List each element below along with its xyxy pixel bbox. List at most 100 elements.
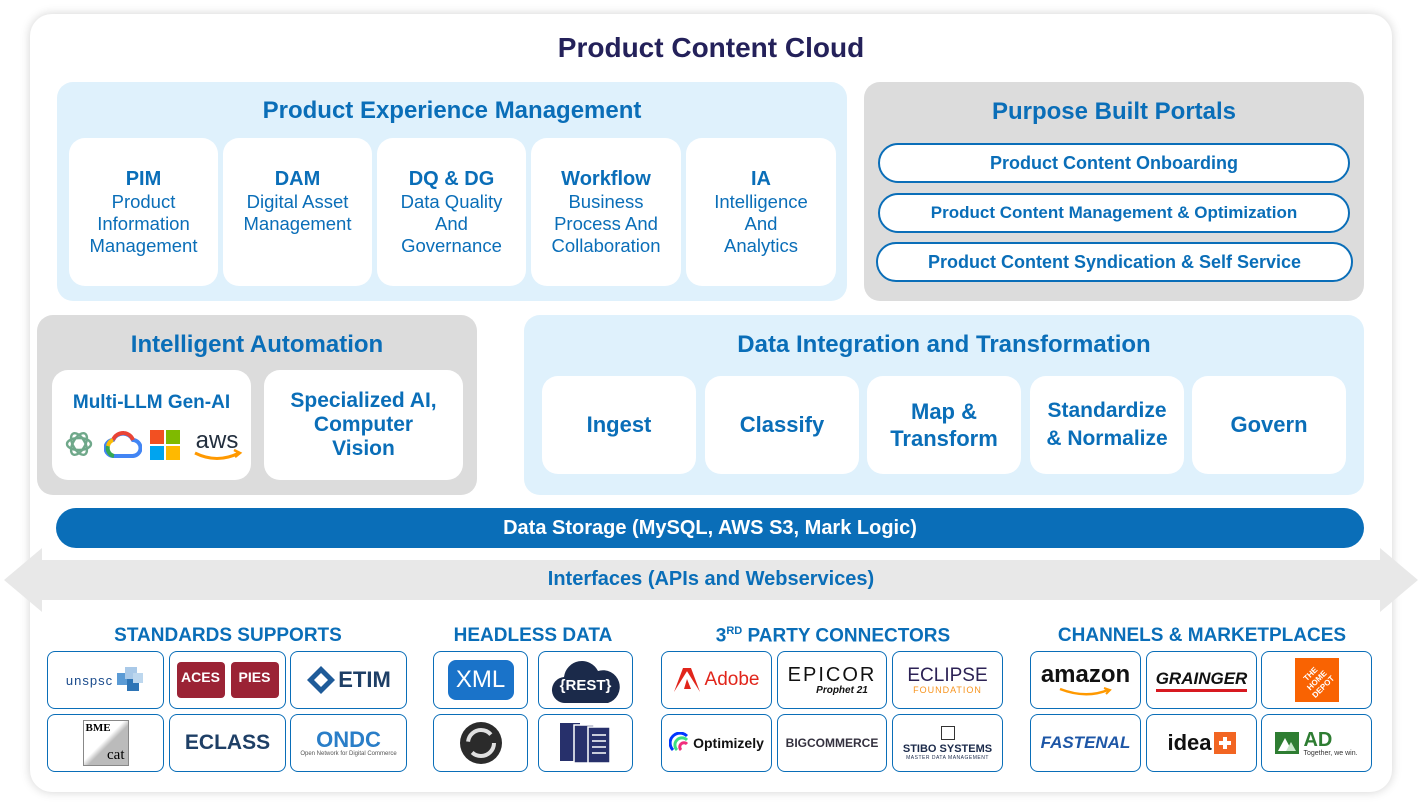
pxm-card-title: DQ & DG [408,168,495,190]
eclipse-subtext: FOUNDATION [913,684,982,695]
adobe-logo: Adobe [661,651,772,709]
pxm-card-sub: Information [97,213,190,234]
llm-logo-row: aws [60,426,245,462]
pxm-card-workflow: Workflow Business Process And Collaborat… [531,138,681,286]
grainger-text: GRAINGER [1155,669,1248,692]
pxm-card-sub: And [435,213,468,234]
connectors-title-pre: 3 [715,625,727,647]
home-depot-text: THE HOME DEPOT [1301,664,1336,700]
eclipse-text: ECLIPSE [907,664,988,686]
pxm-card-sub: And [744,213,778,234]
xml-badge: XML [447,660,514,700]
pxm-card-sub: Data Quality [400,191,503,212]
rest-logo: {REST} [538,651,633,709]
portals-title: Purpose Built Portals [991,98,1237,125]
channels-title: CHANNELS & MARKETPLACES [1057,625,1347,646]
stibo-logo: STIBO SYSTEMS MASTER DATA MANAGEMENT [892,714,1003,772]
bmecat-box: BME cat [82,720,129,766]
integration-card-label: & Normalize [1046,427,1168,450]
home-depot-logo: THE HOME DEPOT [1261,651,1372,709]
optimizely-text: Optimizely [693,735,764,751]
automation-title: Intelligent Automation [130,331,384,358]
idea-plus-icon [1213,732,1236,754]
grainger-logo: GRAINGER [1146,651,1257,709]
pxm-card-title: PIM [125,168,162,190]
documents-logo [538,714,633,772]
connectors-title-sup: RD [726,625,743,637]
epicor-text: EPICOR [787,663,877,686]
pxm-card-title: IA [751,168,771,190]
integration-card-classify: Classify [705,376,859,474]
interfaces-arrow [4,548,1418,612]
ad-logo: AD Together, we win. [1261,714,1372,772]
automation-card-specialized: Specialized AI, Computer Vision [264,370,463,480]
documents-icon [559,723,611,764]
ad-text-group: AD Together, we win. [1303,730,1357,757]
ad-text: AD [1303,728,1333,751]
pxm-card-title: Workflow [561,168,651,190]
ad-mountain-icon [1275,732,1300,754]
integration-card-govern: Govern [1192,376,1346,474]
xml-text: XML [455,666,506,693]
pxm-card-sub: Management [89,235,198,256]
pxm-card-ia: IA Intelligence And Analytics [686,138,836,286]
page-title: Product Content Cloud [557,32,865,63]
integration-card-label: Classify [739,412,825,437]
pxm-card-title: DAM [274,168,321,190]
pxm-card-dam: DAM Digital Asset Management [223,138,372,286]
pxm-card-sub: Collaboration [551,235,661,256]
interfaces-label: Interfaces (APIs and Webservices) [547,568,875,590]
openai-icon [65,431,93,457]
prophet21-text: Prophet 21 [816,684,868,696]
eclipse-logo: ECLIPSE FOUNDATION [892,651,1003,709]
pxm-card-sub: Product [111,191,176,212]
integration-card-label: Map & [911,399,977,424]
json-icon [459,722,502,764]
bigcommerce-text: BIGCOMMERCE [785,736,879,750]
specialized-line: Vision [332,437,395,460]
amazon-smile-icon [1059,687,1112,696]
stibo-subtext: MASTER DATA MANAGEMENT [906,754,989,761]
pxm-title: Product Experience Management [262,97,642,124]
ondc-subtext: Open Network for Digital Commerce [300,751,397,757]
integration-card-ingest: Ingest [542,376,696,474]
integration-card-label: Govern [1230,412,1308,437]
amazon-text: amazon [1040,661,1131,688]
aces-pies-logo: ACES PIES [169,651,286,709]
pies-badge: PIES [230,662,279,698]
integration-card-map: Map & Transform [867,376,1021,474]
automation-llm-label: Multi-LLM Gen-AI [72,392,231,413]
rest-cloud-icon [551,661,620,704]
ad-tagline: Together, we win. [1303,749,1358,757]
portal-onboarding-pill: Product Content Onboarding [878,143,1350,183]
optimizely-logo: Optimizely [661,714,772,772]
pxm-card-sub: Analytics [723,235,799,256]
integration-card-label: Ingest [586,412,652,437]
google-cloud-icon [104,431,142,458]
adobe-icon [673,668,700,692]
stibo-square-icon [940,725,955,740]
connectors-title-post: PARTY CONNECTORS [742,625,951,647]
etim-text: ETIM [338,667,391,692]
pxm-card-sub: Governance [401,235,502,256]
idea-text: idea [1167,730,1212,755]
amazon-logo: amazon [1030,651,1141,709]
integration-card-label: Transform [890,426,998,451]
json-logo [433,714,528,772]
unspsc-logo: unspsc [47,651,164,709]
unspsc-squares-icon [117,667,144,691]
etim-logo: ETIM [290,651,407,709]
data-storage-bar: Data Storage (MySQL, AWS S3, Mark Logic) [56,508,1364,548]
idea-logo: idea [1146,714,1257,772]
rest-text: {REST} [559,676,612,694]
etim-diamond-icon [307,666,336,694]
pxm-card-sub: Business [568,191,644,212]
pxm-card-sub: Digital Asset [246,191,349,212]
svg-text:aws: aws [196,427,239,454]
bme-text: BME [85,722,111,734]
pxm-card-sub: Process And [554,213,658,234]
stibo-text: STIBO SYSTEMS [902,742,993,755]
integration-card-label: Standardize [1047,399,1167,422]
bigcommerce-logo: BIGCOMMERCE [777,714,887,772]
adobe-text: Adobe [704,669,760,690]
